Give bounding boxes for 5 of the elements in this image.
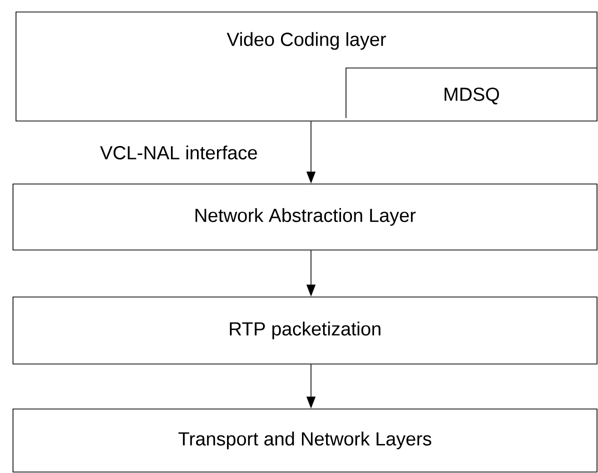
edge-label: VCL-NAL interface [99,144,259,160]
layer-box: RTP packetization [12,296,598,364]
module-box: MDSQ [346,68,598,118]
layer-box: Transport and Network Layers [12,408,598,472]
layer-box: Network Abstraction Layer [12,184,598,250]
